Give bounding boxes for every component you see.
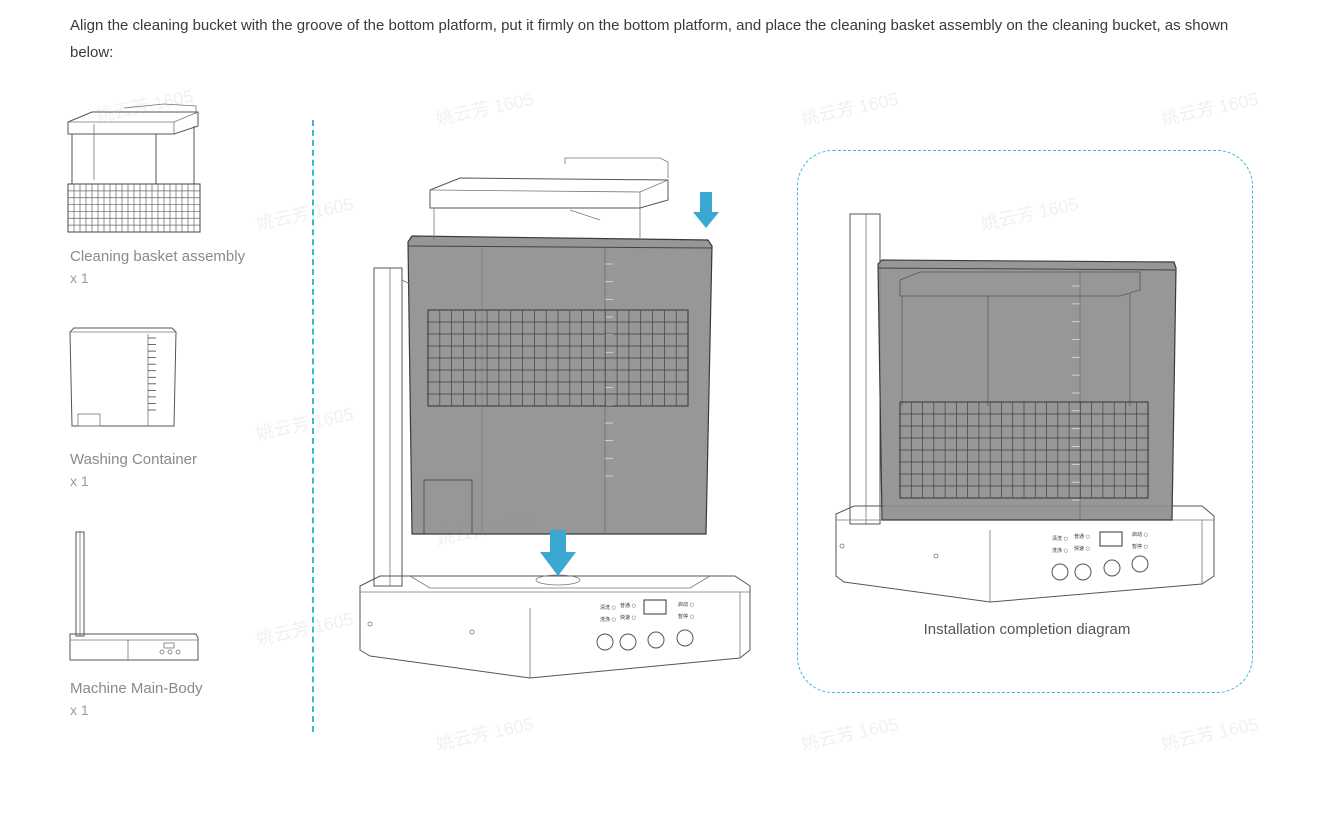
part-machine-body: Machine Main-Body x 1 <box>70 678 203 720</box>
watermark: 姚云芳 1605 <box>799 88 901 130</box>
svg-text:洗涤 ○: 洗涤 ○ <box>600 616 616 623</box>
svg-text:启动 ○: 启动 ○ <box>1132 531 1148 538</box>
svg-text:清洗 ○: 清洗 ○ <box>600 604 616 611</box>
watermark: 姚云芳 1605 <box>254 193 356 235</box>
part-quantity: x 1 <box>70 702 89 718</box>
svg-text:普通 ○: 普通 ○ <box>1074 533 1090 540</box>
part-label: Washing Container <box>70 451 198 468</box>
completion-caption: Installation completion diagram <box>923 621 1131 638</box>
svg-text:洗涤 ○: 洗涤 ○ <box>1052 547 1068 554</box>
part-label: Machine Main-Body <box>70 680 203 697</box>
watermark: 姚云芳 1605 <box>254 608 356 650</box>
svg-text:清洗 ○: 清洗 ○ <box>1052 535 1068 542</box>
section-divider <box>312 120 314 732</box>
watermark: 姚云芳 1605 <box>254 403 356 445</box>
part-cleaning-basket: Cleaning basket assembly x 1 <box>70 246 245 288</box>
exploded-assembly-diagram: 清洗 ○ 洗涤 ○ 普通 ○ 快速 ○ 启动 ○ 暂停 ○ <box>359 157 751 679</box>
watermark: 姚云芳 1605 <box>799 713 901 755</box>
watermark: 姚云芳 1605 <box>434 713 536 755</box>
svg-text:快速 ○: 快速 ○ <box>1074 545 1090 552</box>
svg-text:暂停 ○: 暂停 ○ <box>1132 543 1148 550</box>
watermark: 姚云芳 1605 <box>434 88 536 130</box>
watermark: 姚云芳 1605 <box>1159 713 1261 755</box>
down-arrow-icon <box>693 192 719 228</box>
part-label: Cleaning basket assembly <box>70 248 246 265</box>
watermark: 姚云芳 1605 <box>1159 88 1261 130</box>
svg-text:普通 ○: 普通 ○ <box>620 602 636 609</box>
svg-text:快速 ○: 快速 ○ <box>620 614 636 621</box>
down-arrow-icon <box>540 530 576 576</box>
machine-body-thumbnail <box>69 531 199 661</box>
washing-container-thumbnail <box>69 327 177 427</box>
part-quantity: x 1 <box>70 270 89 286</box>
part-quantity: x 1 <box>70 473 89 489</box>
completion-diagram-frame <box>797 150 1253 693</box>
part-washing-container: Washing Container x 1 <box>70 449 197 491</box>
completion-diagram: 清洗 ○ 洗涤 ○ 普通 ○ 快速 ○ 启动 ○ 暂停 ○ <box>835 213 1215 603</box>
instruction-text: Align the cleaning bucket with the groov… <box>70 17 1229 61</box>
svg-text:启动 ○: 启动 ○ <box>678 601 694 608</box>
svg-text:暂停 ○: 暂停 ○ <box>678 613 694 620</box>
cleaning-basket-thumbnail <box>67 103 201 233</box>
